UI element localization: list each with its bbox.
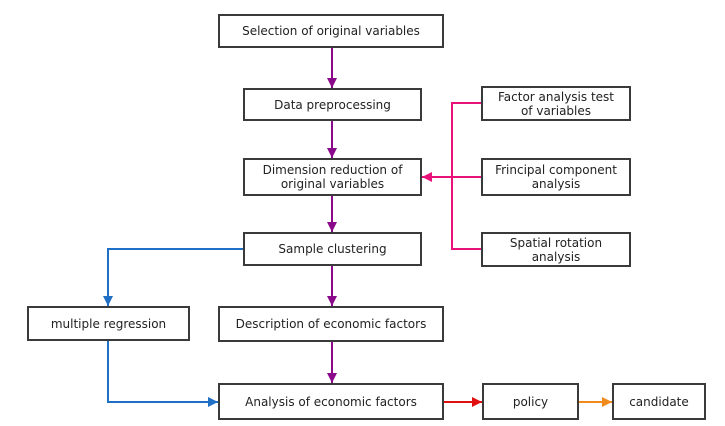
arrow-dimension-to-clustering-arrowhead (327, 222, 337, 232)
arrow-clustering-to-description-arrowhead (327, 296, 337, 306)
arrow-side-inputs-to-dimension-arrowhead (422, 172, 432, 182)
node-policy: policy (482, 383, 579, 420)
node-data-preprocessing: Data preprocessing (243, 88, 422, 121)
node-dimension-reduction: Dimension reduction of original variable… (243, 158, 422, 196)
node-label-factor-test: Factor analysis test of variables (498, 89, 614, 118)
node-label-preprocessing: Data preprocessing (274, 97, 391, 112)
arrow-analysis-to-policy-arrowhead (472, 397, 482, 407)
node-principal-component-analysis: Frincipal component analysis (481, 158, 631, 196)
arrow-clustering-to-regression-arrowhead (103, 296, 113, 306)
node-spatial-rotation-analysis: Spatial rotation analysis (481, 232, 631, 267)
arrow-preprocessing-to-dimension-arrowhead (327, 148, 337, 158)
node-factor-analysis-test: Factor analysis test of variables (481, 86, 631, 121)
node-multiple-regression: multiple regression (27, 306, 190, 341)
node-label-principal-component: Frincipal component analysis (495, 163, 617, 191)
node-label-sample-clustering: Sample clustering (278, 242, 387, 256)
node-label-dimension-reduction: Dimension reduction of original variable… (262, 163, 403, 191)
node-sample-clustering: Sample clustering (243, 232, 422, 266)
node-label-multiple-regression: multiple regression (50, 316, 167, 331)
node-description-of-economic-factors: Description of economic factors (218, 306, 444, 342)
node-analysis-of-economic-factors: Analysis of economic factors (218, 383, 444, 420)
arrow-selection-to-preprocessing-arrowhead (327, 78, 337, 88)
arrow-clustering-to-regression (107, 248, 243, 306)
node-label-policy: policy (512, 394, 549, 409)
arrow-description-to-analysis-arrowhead (327, 373, 337, 383)
node-label-selection: Selection of original variables (242, 24, 420, 38)
arrow-regression-to-analysis (107, 341, 218, 403)
node-label-description: Description of economic factors (235, 317, 427, 331)
node-label-analysis: Analysis of economic factors (245, 394, 417, 409)
arrow-policy-to-candidate-arrowhead (602, 397, 612, 407)
node-candidate: candidate (612, 383, 706, 420)
node-selection-of-original-variables: Selection of original variables (218, 14, 444, 48)
node-label-spatial-rotation: Spatial rotation analysis (509, 235, 603, 264)
arrow-regression-to-analysis-arrowhead (208, 397, 218, 407)
node-label-candidate: candidate (629, 394, 689, 409)
